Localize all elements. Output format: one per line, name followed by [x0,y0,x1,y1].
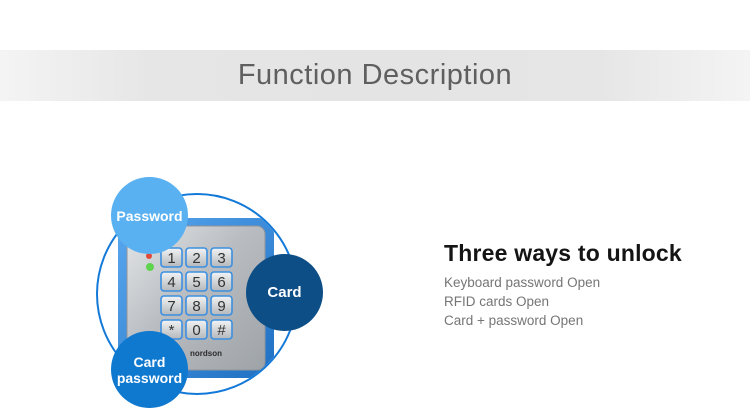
keypad-key-2: 2 [185,247,208,268]
keypad-key-0: 0 [185,319,208,340]
unlock-method-keyboard: Keyboard password Open [444,275,601,290]
keypad-key-hash: # [210,319,233,340]
device-brand: nordson [190,349,222,358]
password-method-label: Password [116,207,183,224]
svg-text:0: 0 [192,322,200,339]
keypad-key-9: 9 [210,295,233,316]
keypad-key-4: 4 [160,271,183,292]
keypad-key-8: 8 [185,295,208,316]
card-password-method-badge: Card password [111,331,188,408]
status-led-green [146,263,154,271]
svg-text:8: 8 [192,298,200,315]
keypad-key-3: 3 [210,247,233,268]
keypad-key-6: 6 [210,271,233,292]
svg-text:5: 5 [192,274,200,291]
svg-text:2: 2 [192,250,200,267]
password-method-badge: Password [111,177,188,254]
card-method-badge: Card [246,254,323,331]
unlock-info-title: Three ways to unlock [444,240,682,266]
card-password-label-line2: password [116,369,183,386]
page-title: Function Description [237,59,513,91]
svg-text:6: 6 [217,274,225,291]
keypad-key-7: 7 [160,295,183,316]
svg-text:9: 9 [217,298,225,315]
svg-text:4: 4 [167,274,175,291]
title-banner: Function Description [0,50,750,101]
unlock-method-card-password: Card + password Open [444,313,584,328]
unlock-method-rfid: RFID cards Open [444,294,550,309]
unlock-info: Three ways to unlock Keyboard password O… [444,240,734,330]
card-password-label-line1: Card [133,353,166,370]
keypad-key-5: 5 [185,271,208,292]
card-method-label: Card [267,284,302,301]
svg-text:3: 3 [217,250,225,267]
svg-text:#: # [217,322,226,339]
svg-text:7: 7 [167,298,175,315]
svg-text:1: 1 [167,250,175,267]
